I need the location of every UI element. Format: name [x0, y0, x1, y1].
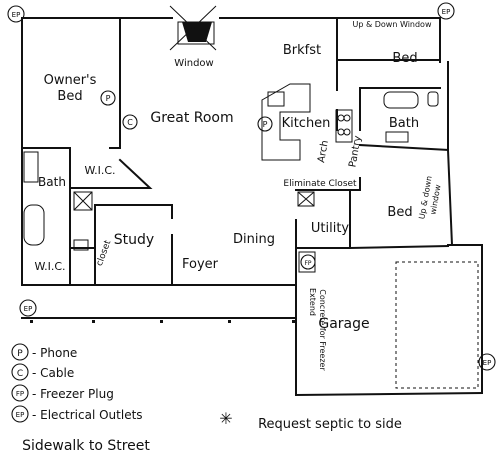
kitchen-label: Kitchen — [282, 116, 331, 131]
svg-text:P: P — [17, 349, 23, 359]
porch-pillars — [30, 320, 295, 323]
phone-outlet-kitchen: P — [257, 116, 273, 132]
garage-parking — [395, 261, 479, 389]
wic-bottom-label: W.I.C. — [34, 260, 65, 273]
vanity-left — [23, 151, 39, 183]
eliminate-closet-label: Eliminate Closet — [283, 179, 357, 189]
svg-text:C: C — [127, 118, 133, 127]
septic-asterisk: ✳ — [219, 409, 232, 428]
walls — [21, 17, 484, 397]
bed-top-label: Bed — [392, 51, 417, 66]
wic-top-label: W.I.C. — [84, 164, 115, 177]
outlet-symbols: EP EP EP EP P C P FP — [7, 2, 496, 371]
eliminate-closet-box — [297, 191, 315, 207]
cable-outlet-great-room: C — [122, 114, 138, 130]
kitchen-sink — [267, 91, 285, 107]
svg-text:EP: EP — [483, 359, 492, 367]
great-room-label: Great Room — [150, 110, 233, 126]
bath-right-label: Bath — [389, 116, 419, 131]
extend-concrete-label-2: Concrete for Freezer — [318, 289, 327, 371]
pantry-label: Pantry — [347, 135, 363, 169]
arch-label: Arch — [316, 139, 331, 163]
utility-label: Utility — [311, 221, 350, 236]
electrical-outlet-right: EP — [478, 353, 496, 371]
legend-cable: C - Cable — [11, 363, 74, 381]
svg-text:EP: EP — [442, 8, 451, 16]
svg-text:EP: EP — [16, 411, 25, 419]
up-down-window-top-label: Up & Down Window — [352, 20, 431, 29]
fixtures — [23, 5, 479, 389]
legend-phone: P - Phone — [11, 343, 77, 361]
bathtub-right — [383, 91, 419, 109]
bath-left-label: Bath — [38, 175, 66, 189]
legend-electrical: EP - Electrical Outlets — [11, 405, 143, 423]
bathtub-left — [23, 204, 45, 246]
extend-concrete-label-1: Extend — [308, 288, 317, 316]
phone-outlet-owners-bed: P — [100, 90, 116, 106]
electrical-outlet-top-left: EP — [7, 5, 25, 23]
svg-text:EP: EP — [24, 305, 33, 313]
svg-text:C: C — [17, 369, 23, 379]
window-label: Window — [174, 58, 213, 69]
svg-text:FP: FP — [304, 260, 311, 267]
legend: P - Phone C - Cable FP - Freezer Plug EP… — [11, 343, 143, 423]
legend-phone-label: - Phone — [32, 346, 77, 360]
sidewalk-note: Sidewalk to Street — [22, 438, 150, 454]
legend-freezer: FP - Freezer Plug — [11, 384, 114, 402]
wic-shelf-box — [73, 191, 93, 211]
freezer-plug-outlet: FP — [300, 254, 316, 270]
septic-note: Request septic to side — [258, 417, 402, 432]
electrical-outlet-bottom-left: EP — [19, 299, 37, 317]
svg-text:FP: FP — [16, 390, 24, 398]
room-labels: Owner's Bed Great Room Brkfst Kitchen Be… — [34, 43, 419, 332]
wic-bottom-shelf — [73, 239, 89, 251]
vanity-right — [385, 131, 409, 143]
svg-text:P: P — [106, 94, 111, 103]
toilet-right — [427, 91, 439, 107]
owners-bed-label-2: Bed — [57, 89, 82, 104]
brkfst-label: Brkfst — [283, 43, 321, 58]
legend-electrical-label: - Electrical Outlets — [32, 408, 143, 422]
stove — [335, 109, 353, 143]
dining-label: Dining — [233, 232, 275, 247]
garage-label: Garage — [318, 316, 369, 332]
svg-text:EP: EP — [12, 11, 21, 19]
svg-text:P: P — [263, 120, 268, 129]
legend-freezer-label: - Freezer Plug — [32, 387, 114, 401]
study-label: Study — [114, 232, 154, 248]
owners-bed-label-1: Owner's — [44, 73, 97, 88]
foyer-label: Foyer — [182, 257, 219, 272]
legend-cable-label: - Cable — [32, 366, 74, 380]
bed-right-label: Bed — [387, 205, 412, 220]
electrical-outlet-top-right: EP — [437, 2, 455, 20]
closet-label: closet — [95, 239, 114, 268]
